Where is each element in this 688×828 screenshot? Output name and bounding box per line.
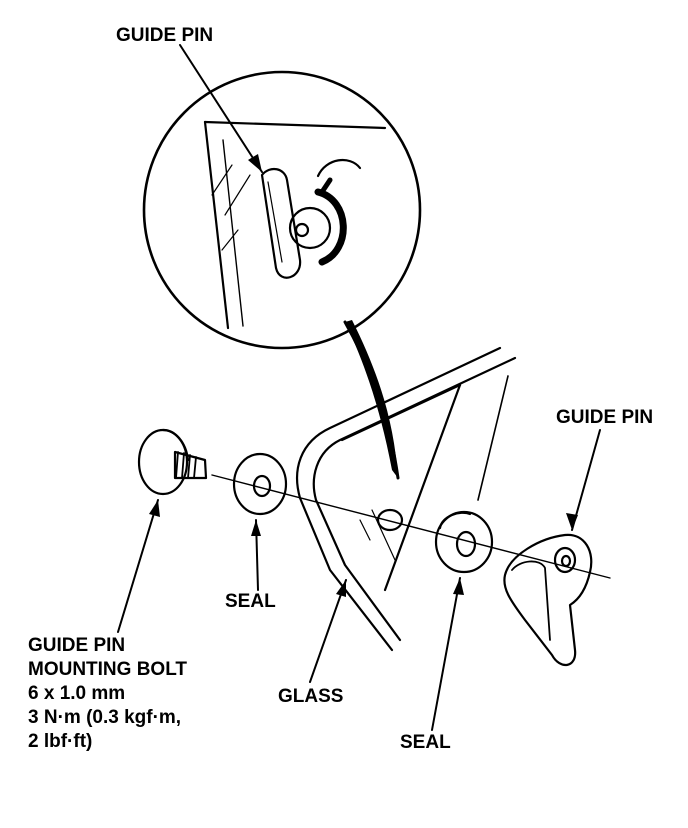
- bolt-label-line: 6 x 1.0 mm: [28, 683, 126, 704]
- detail-magnifier: [142, 70, 422, 350]
- seal-left-part: [232, 452, 288, 516]
- glass-label: GLASS: [278, 686, 344, 707]
- seal-right-part: [434, 510, 494, 574]
- seal-right-label: SEAL: [400, 732, 451, 753]
- mounting-bolt-label-block: GUIDE PIN MOUNTING BOLT 6 x 1.0 mm 3 N·m…: [28, 634, 187, 754]
- guide-pin-top-label: GUIDE PIN: [116, 25, 214, 46]
- glass-panel: [296, 346, 517, 652]
- bolt-label-line: 3 N·m (0.3 kgf·m,: [28, 707, 182, 728]
- bolt-label-line: GUIDE PIN: [28, 635, 126, 656]
- guide-pin-right-label: GUIDE PIN: [556, 407, 654, 428]
- mounting-bolt: [137, 428, 208, 496]
- seal-left-label: SEAL: [225, 591, 276, 612]
- bolt-label-line: MOUNTING BOLT: [28, 659, 188, 680]
- guide-pin-right-part: [503, 533, 593, 666]
- bolt-label-line: 2 lbf·ft): [28, 731, 93, 752]
